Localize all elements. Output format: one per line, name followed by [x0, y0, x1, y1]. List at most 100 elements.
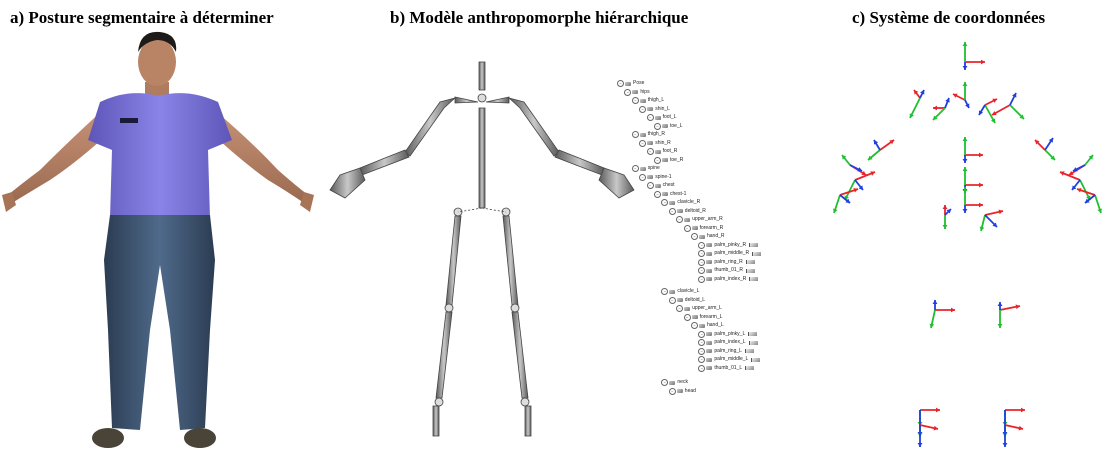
- y-axis-arrow-head: [963, 137, 968, 141]
- link-icon: [745, 349, 754, 353]
- tree-node[interactable]: − toe_L: [654, 123, 683, 130]
- expand-toggle-icon[interactable]: −: [691, 233, 698, 240]
- expand-toggle-icon[interactable]: −: [698, 356, 705, 363]
- tree-node-label: Pose: [633, 80, 644, 87]
- tree-node[interactable]: −hand_L: [691, 322, 724, 329]
- link-icon: [752, 252, 761, 256]
- tree-node[interactable]: − Pose: [617, 80, 644, 87]
- tree-node[interactable]: −deltoid_L: [669, 297, 705, 304]
- tree-node[interactable]: −thumb_01_L: [698, 365, 754, 372]
- expand-toggle-icon[interactable]: −: [654, 191, 661, 198]
- expand-toggle-icon[interactable]: −: [698, 331, 705, 338]
- expand-toggle-icon[interactable]: −: [639, 140, 646, 147]
- tree-node[interactable]: − thumb_01_R: [698, 267, 755, 274]
- bone-icon: [669, 201, 675, 205]
- expand-toggle-icon[interactable]: −: [676, 216, 683, 223]
- expand-toggle-icon[interactable]: −: [654, 123, 661, 130]
- expand-toggle-icon[interactable]: −: [669, 208, 676, 215]
- bone-icon: [692, 226, 698, 230]
- tree-node[interactable]: −thigh_R: [632, 131, 665, 138]
- tree-node[interactable]: −forearm_R: [684, 225, 724, 232]
- expand-toggle-icon[interactable]: −: [632, 97, 639, 104]
- tree-node[interactable]: −chest-1: [654, 191, 686, 198]
- expand-toggle-icon[interactable]: −: [698, 250, 705, 257]
- tree-node[interactable]: −neck: [661, 379, 688, 386]
- expand-toggle-icon[interactable]: −: [661, 288, 668, 295]
- tree-node[interactable]: −spine-1: [639, 174, 671, 181]
- joint-ankle-r: [435, 398, 443, 406]
- bone-icon: [684, 218, 690, 222]
- expand-toggle-icon[interactable]: −: [661, 199, 668, 206]
- expand-toggle-icon[interactable]: −: [639, 106, 646, 113]
- expand-toggle-icon[interactable]: −: [661, 379, 668, 386]
- link-icon: [751, 358, 760, 362]
- bone-icon: [684, 307, 690, 311]
- expand-toggle-icon[interactable]: −: [698, 276, 705, 283]
- tree-node[interactable]: −forearm_L: [684, 314, 723, 321]
- expand-toggle-icon[interactable]: −: [647, 114, 654, 121]
- tree-node[interactable]: −spine: [632, 165, 660, 172]
- bone-icon: [706, 358, 712, 362]
- tree-node[interactable]: −chest: [647, 182, 675, 189]
- tree-node[interactable]: −palm_middle_L: [698, 356, 760, 363]
- expand-toggle-icon[interactable]: −: [617, 80, 624, 87]
- x-axis-arrow-head: [979, 153, 983, 158]
- expand-toggle-icon[interactable]: −: [698, 267, 705, 274]
- bone-icon: [640, 133, 646, 137]
- coordinate-frames: [833, 42, 1102, 447]
- x-axis-arrow-head: [951, 308, 955, 313]
- tree-node[interactable]: −palm_index_L: [698, 339, 757, 346]
- expand-toggle-icon[interactable]: −: [676, 305, 683, 312]
- expand-toggle-icon[interactable]: −: [647, 148, 654, 155]
- expand-toggle-icon[interactable]: −: [624, 89, 631, 96]
- tree-node[interactable]: −hand_R: [691, 233, 725, 240]
- tree-node[interactable]: −clavicle_R: [661, 199, 700, 206]
- expand-toggle-icon[interactable]: −: [654, 157, 661, 164]
- tree-node[interactable]: −palm_index_R: [698, 276, 758, 283]
- link-icon: [746, 269, 755, 273]
- tree-node[interactable]: −toe_R: [654, 157, 683, 164]
- x-axis-arrow-head: [981, 60, 985, 65]
- z-axis-arrow-head: [918, 443, 923, 447]
- expand-toggle-icon[interactable]: −: [669, 388, 676, 395]
- bone-shin-r: [436, 312, 452, 398]
- expand-toggle-icon[interactable]: −: [698, 348, 705, 355]
- tree-node-label: toe_L: [670, 123, 683, 130]
- expand-toggle-icon[interactable]: −: [684, 225, 691, 232]
- tree-node[interactable]: −deltoid_R: [669, 208, 706, 215]
- bone-icon: [677, 209, 683, 213]
- tree-node[interactable]: −foot_L: [647, 114, 677, 121]
- tree-node[interactable]: −clavicle_L: [661, 288, 699, 295]
- tree-node[interactable]: − palm_ring_R: [698, 259, 754, 266]
- tree-node-label: palm_ring_R: [714, 259, 742, 266]
- expand-toggle-icon[interactable]: −: [632, 131, 639, 138]
- tree-node[interactable]: −head: [669, 388, 696, 395]
- tree-node[interactable]: − foot_R: [647, 148, 678, 155]
- tree-node[interactable]: −palm_middle_R: [698, 250, 761, 257]
- expand-toggle-icon[interactable]: −: [647, 182, 654, 189]
- bone-icon: [662, 158, 668, 162]
- expand-toggle-icon[interactable]: −: [698, 365, 705, 372]
- tree-node[interactable]: −shin_L: [639, 106, 670, 113]
- tree-node[interactable]: −upper_arm_L: [676, 305, 722, 312]
- bone-forearm-l: [555, 150, 604, 175]
- tree-node[interactable]: −palm_pinky_R: [698, 242, 758, 249]
- expand-toggle-icon[interactable]: −: [684, 314, 691, 321]
- tree-node[interactable]: −shin_R: [639, 140, 671, 147]
- expand-toggle-icon[interactable]: −: [698, 259, 705, 266]
- expand-toggle-icon[interactable]: −: [691, 322, 698, 329]
- tree-node[interactable]: −palm_pinky_L: [698, 331, 757, 338]
- tree-node[interactable]: −hips: [624, 89, 649, 96]
- expand-toggle-icon[interactable]: −: [639, 174, 646, 181]
- tree-node-label: foot_R: [663, 148, 678, 155]
- tree-node[interactable]: −upper_arm_R: [676, 216, 723, 223]
- tree-node-label: thumb_01_R: [714, 267, 743, 274]
- bone-icon: [706, 252, 712, 256]
- bone-icon: [706, 269, 712, 273]
- expand-toggle-icon[interactable]: −: [698, 242, 705, 249]
- tree-node[interactable]: −palm_ring_L: [698, 348, 754, 355]
- tree-node[interactable]: −thigh_L: [632, 97, 664, 104]
- expand-toggle-icon[interactable]: −: [698, 339, 705, 346]
- expand-toggle-icon[interactable]: −: [669, 297, 676, 304]
- expand-toggle-icon[interactable]: −: [632, 165, 639, 172]
